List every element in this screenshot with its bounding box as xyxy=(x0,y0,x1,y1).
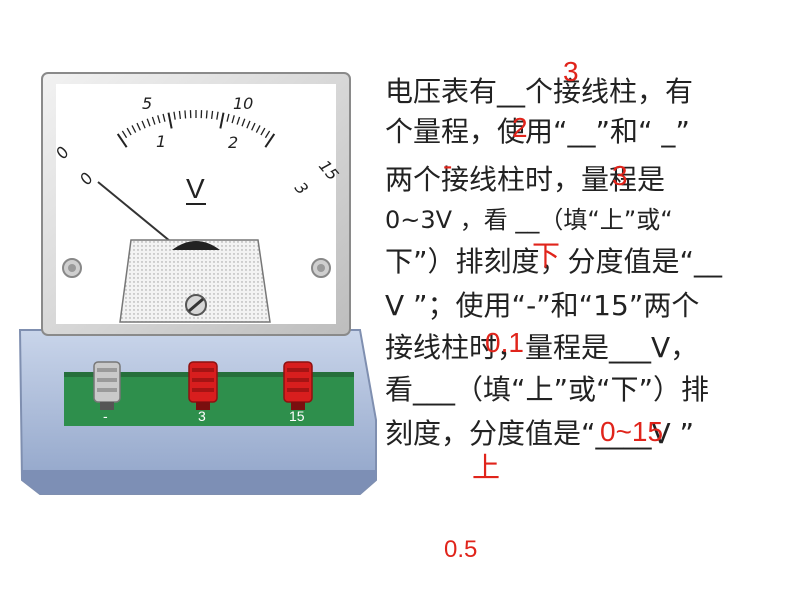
scale-tick xyxy=(141,120,146,129)
question-line: 0~3V ，看 __（填“上”或“ xyxy=(385,206,673,234)
scale-tick xyxy=(151,116,156,125)
scale-tick xyxy=(241,118,246,127)
scale-tick xyxy=(210,110,214,120)
scale-tick xyxy=(264,130,271,139)
scale-tick xyxy=(236,116,241,125)
scale-tick xyxy=(178,110,182,120)
scale-tick xyxy=(126,127,132,136)
question-line: 电压表有__个接线柱，有 xyxy=(385,75,694,108)
terminal-label-negative: - xyxy=(103,408,108,424)
scale-tick xyxy=(246,120,251,129)
scale-top-label: 10 xyxy=(233,94,253,113)
terminal-negative[interactable] xyxy=(93,361,121,410)
scale-tick xyxy=(226,113,230,122)
scale-tick xyxy=(146,118,151,127)
question-line: 个量程，使用“__”和“ _” xyxy=(385,115,690,148)
question-line: 刻度，分度值是“____V ” xyxy=(385,417,695,450)
scale-tick xyxy=(162,113,166,122)
scale-tick xyxy=(205,110,208,119)
answer-division-3v: 0.1 xyxy=(485,327,524,358)
answer-lower-scale: 下 xyxy=(532,240,561,271)
scale-tick xyxy=(219,112,225,129)
terminal-label-15: 15 xyxy=(289,408,305,424)
question-line: 下”）排刻度，分度值是“__ xyxy=(385,245,723,278)
scale-tick xyxy=(116,133,128,148)
answer-3v-terminal: 3 xyxy=(612,160,628,191)
scale-top-label: 5 xyxy=(142,94,152,113)
answer-negative-terminal: - xyxy=(443,150,453,181)
scale-tick xyxy=(216,111,219,120)
terminal-15v[interactable] xyxy=(283,361,313,410)
terminal-label-3: 3 xyxy=(198,408,206,424)
unit-label: V xyxy=(186,173,205,204)
scale-tick xyxy=(136,122,141,131)
scale-tick xyxy=(255,125,261,133)
question-line: 接线柱时，量程是___V， xyxy=(385,331,699,364)
scale-tick xyxy=(173,111,176,120)
needle xyxy=(97,181,177,247)
answer-upper-scale: 上 xyxy=(472,452,501,483)
mechanism-window xyxy=(119,239,271,323)
scale-tick xyxy=(157,115,161,124)
scale-tick xyxy=(121,130,128,139)
scale-tick xyxy=(184,110,187,119)
question-line: V ”；使用“-”和“15”两个 xyxy=(385,289,700,322)
scale-tick xyxy=(260,127,266,136)
meter-scale xyxy=(116,110,276,148)
scale-bottom-label: 2 xyxy=(228,133,238,152)
terminal-3v[interactable] xyxy=(188,361,218,410)
answer-division-15v: 0.5 xyxy=(444,536,478,563)
answer-range-count: 2 xyxy=(512,112,528,143)
question-line: 两个接线柱时，量程是 xyxy=(385,163,666,196)
scale-tick xyxy=(167,112,173,129)
scale-tick xyxy=(251,122,256,131)
voltmeter-illustration: 0 5 10 15 0 1 2 3 V - 3 15 xyxy=(18,72,377,495)
scale-bottom-label: 1 xyxy=(156,132,166,151)
answer-range-15v: 0~15 xyxy=(600,416,664,447)
question-line: 看___（填“上”或“下”）排 xyxy=(385,373,710,406)
answer-terminals-count: 3 xyxy=(563,56,579,87)
scale-tick xyxy=(131,125,137,133)
scale-tick xyxy=(264,133,276,148)
scale-tick xyxy=(231,115,235,124)
